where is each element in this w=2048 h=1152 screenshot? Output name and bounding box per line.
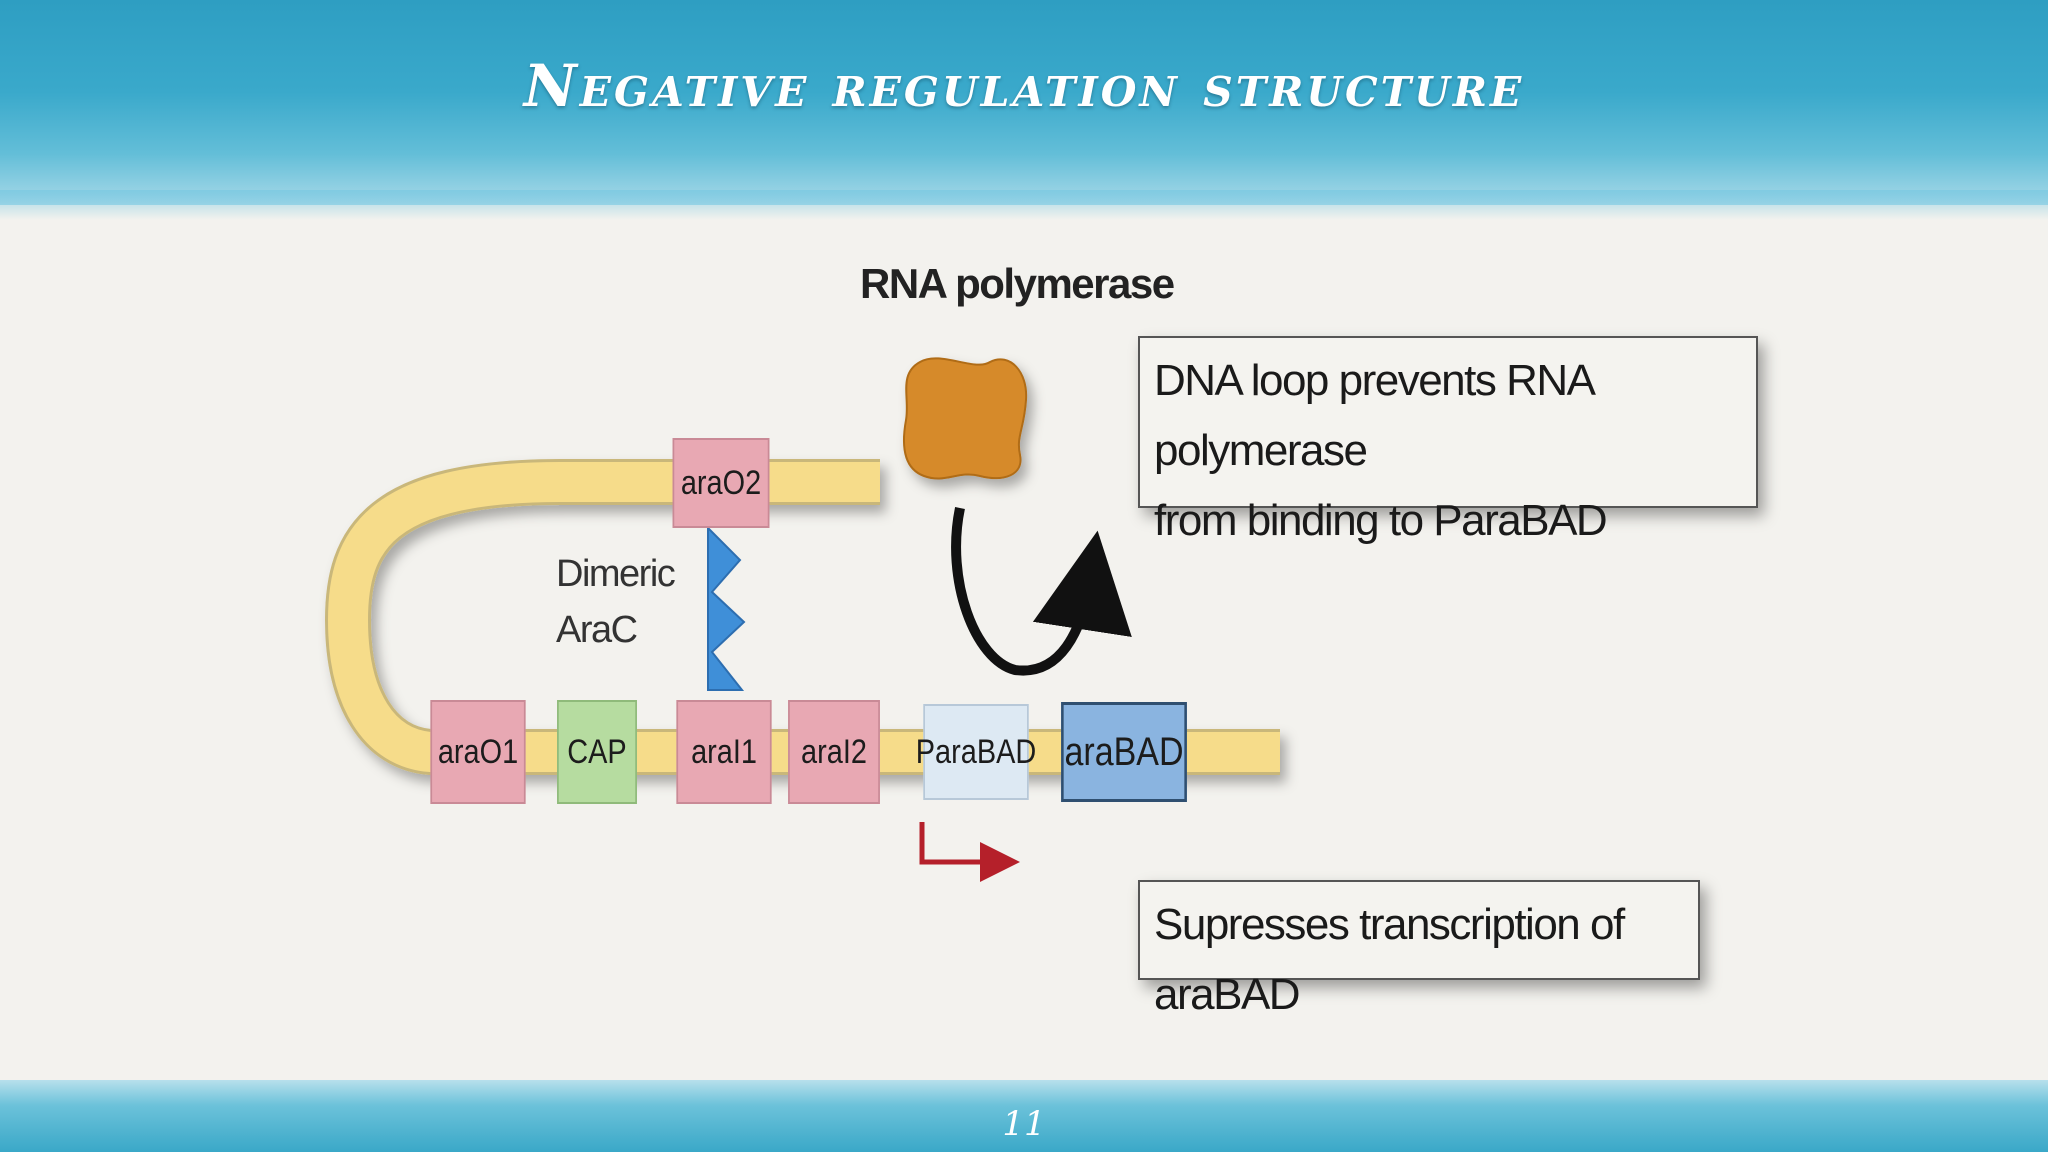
- cap-box: CAP: [557, 700, 637, 804]
- araO1-box: araO1: [430, 700, 526, 804]
- header-band-edge: [0, 190, 2048, 220]
- araI1-label: araI1: [691, 732, 757, 771]
- suppression-callout: Supresses transcription of araBAD: [1138, 880, 1700, 1019]
- rna-polymerase-label: RNA polymerase: [860, 260, 1175, 307]
- araI2-label: araI2: [801, 732, 867, 771]
- araO2-label: araO2: [680, 463, 762, 502]
- araI1-box: araI1: [676, 700, 772, 804]
- dna-loop-callout: DNA loop prevents RNA polymerase from bi…: [1138, 336, 1758, 545]
- slide-title: Negative regulation structure: [523, 52, 1525, 120]
- callout-top-line1: DNA loop prevents RNA polymerase: [1154, 356, 1594, 475]
- callout-top-line2: from binding to ParaBAD: [1154, 496, 1608, 545]
- araO1-label: araO1: [437, 732, 519, 771]
- slide-page-number: 11: [1002, 1104, 1046, 1144]
- arabad-box: araBAD: [1061, 702, 1187, 802]
- araO2-box: araO2: [672, 438, 770, 528]
- dna-strand: [327, 462, 1280, 772]
- rna-polymerase-icon: [903, 357, 1028, 480]
- parabad-box: ParaBAD: [916, 704, 1036, 800]
- dimeric-arac-label: Dimeric AraC: [556, 546, 676, 658]
- arac-dimer-icon: [707, 525, 746, 691]
- promoter-arrow-icon: [919, 822, 1020, 882]
- arabad-label: araBAD: [1064, 729, 1184, 774]
- dimeric-label-line2: AraC: [556, 609, 638, 651]
- araI2-box: araI2: [788, 700, 880, 804]
- dimeric-label-line1: Dimeric: [556, 553, 676, 595]
- cap-label: CAP: [567, 732, 627, 771]
- callout-bottom-text: Supresses transcription of araBAD: [1154, 900, 1625, 1019]
- blocked-binding-arrow: [951, 506, 1132, 676]
- header-watercolor-band: [0, 0, 2048, 205]
- parabad-label: ParaBAD: [915, 732, 1037, 771]
- footer-watercolor-band: [0, 1080, 2048, 1152]
